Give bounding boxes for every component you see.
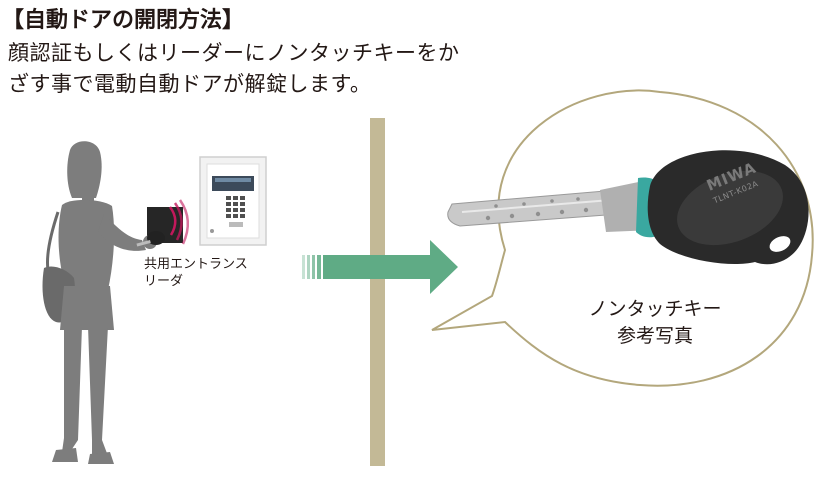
key-label: ノンタッチキー 参考写真 <box>565 296 745 350</box>
arrow-right-icon <box>302 240 458 294</box>
small-key-icon <box>136 231 165 247</box>
key-label-line-1: ノンタッチキー <box>588 298 722 320</box>
key-label-line-2: 参考写真 <box>616 325 693 347</box>
description-line-2: ざす事で電動自動ドアが解錠します。 <box>8 72 372 96</box>
description-line-1: 顔認証もしくはリーダーにノンタッチキーをか <box>8 41 460 65</box>
person-silhouette-icon <box>42 141 157 464</box>
page-title: 【自動ドアの開閉方法】 <box>2 8 245 33</box>
door-pillar <box>370 118 385 466</box>
reader-label-line-2: リーダ <box>144 274 184 289</box>
reader-label: 共用エントランス リーダ <box>144 256 248 290</box>
intercom-panel-icon <box>199 156 267 246</box>
key-icon <box>447 150 809 265</box>
reader-label-line-1: 共用エントランス <box>144 257 248 272</box>
description: 顔認証もしくはリーダーにノンタッチキーをか ざす事で電動自動ドアが解錠します。 <box>8 38 478 100</box>
